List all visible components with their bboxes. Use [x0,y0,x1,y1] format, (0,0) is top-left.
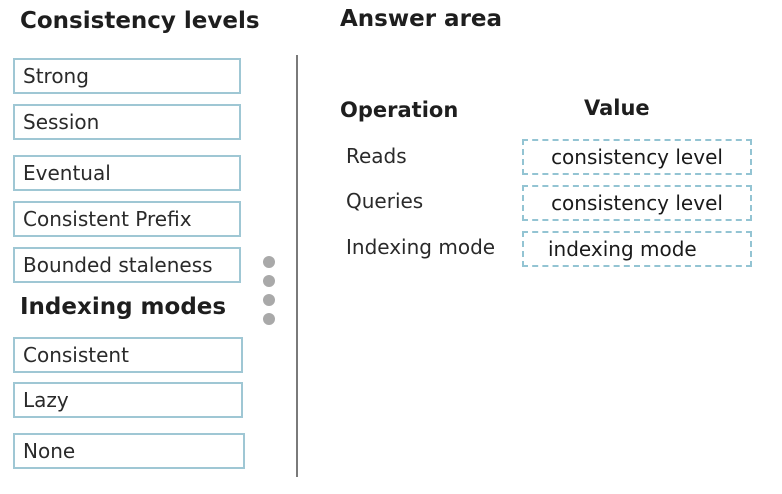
indexing-modes-heading: Indexing modes [20,294,227,320]
answer-area-title: Answer area [340,6,503,32]
option-consistent-prefix[interactable]: Consistent Prefix [13,201,241,237]
grip-dot [263,294,275,306]
operation-queries: Queries [346,189,424,213]
grip-dot [263,313,275,325]
grip-dot [263,256,275,268]
option-lazy[interactable]: Lazy [13,382,243,418]
option-strong[interactable]: Strong [13,58,241,94]
operation-column-header: Operation [340,98,459,122]
value-column-header: Value [584,96,650,120]
option-consistent[interactable]: Consistent [13,337,243,373]
operation-indexing-mode: Indexing mode [346,235,496,259]
drag-handle-icon[interactable] [262,256,276,326]
queries-value-drop-target[interactable]: consistency level [522,185,752,221]
grip-dot [263,275,275,287]
operation-reads: Reads [346,144,407,168]
indexing-mode-value-drop-target[interactable]: indexing mode [522,231,752,267]
consistency-levels-heading: Consistency levels [20,8,260,34]
option-session[interactable]: Session [13,104,241,140]
option-none[interactable]: None [13,433,245,469]
panel-divider [296,55,298,477]
option-eventual[interactable]: Eventual [13,155,241,191]
option-bounded-staleness[interactable]: Bounded staleness [13,247,241,283]
reads-value-drop-target[interactable]: consistency level [522,139,752,175]
